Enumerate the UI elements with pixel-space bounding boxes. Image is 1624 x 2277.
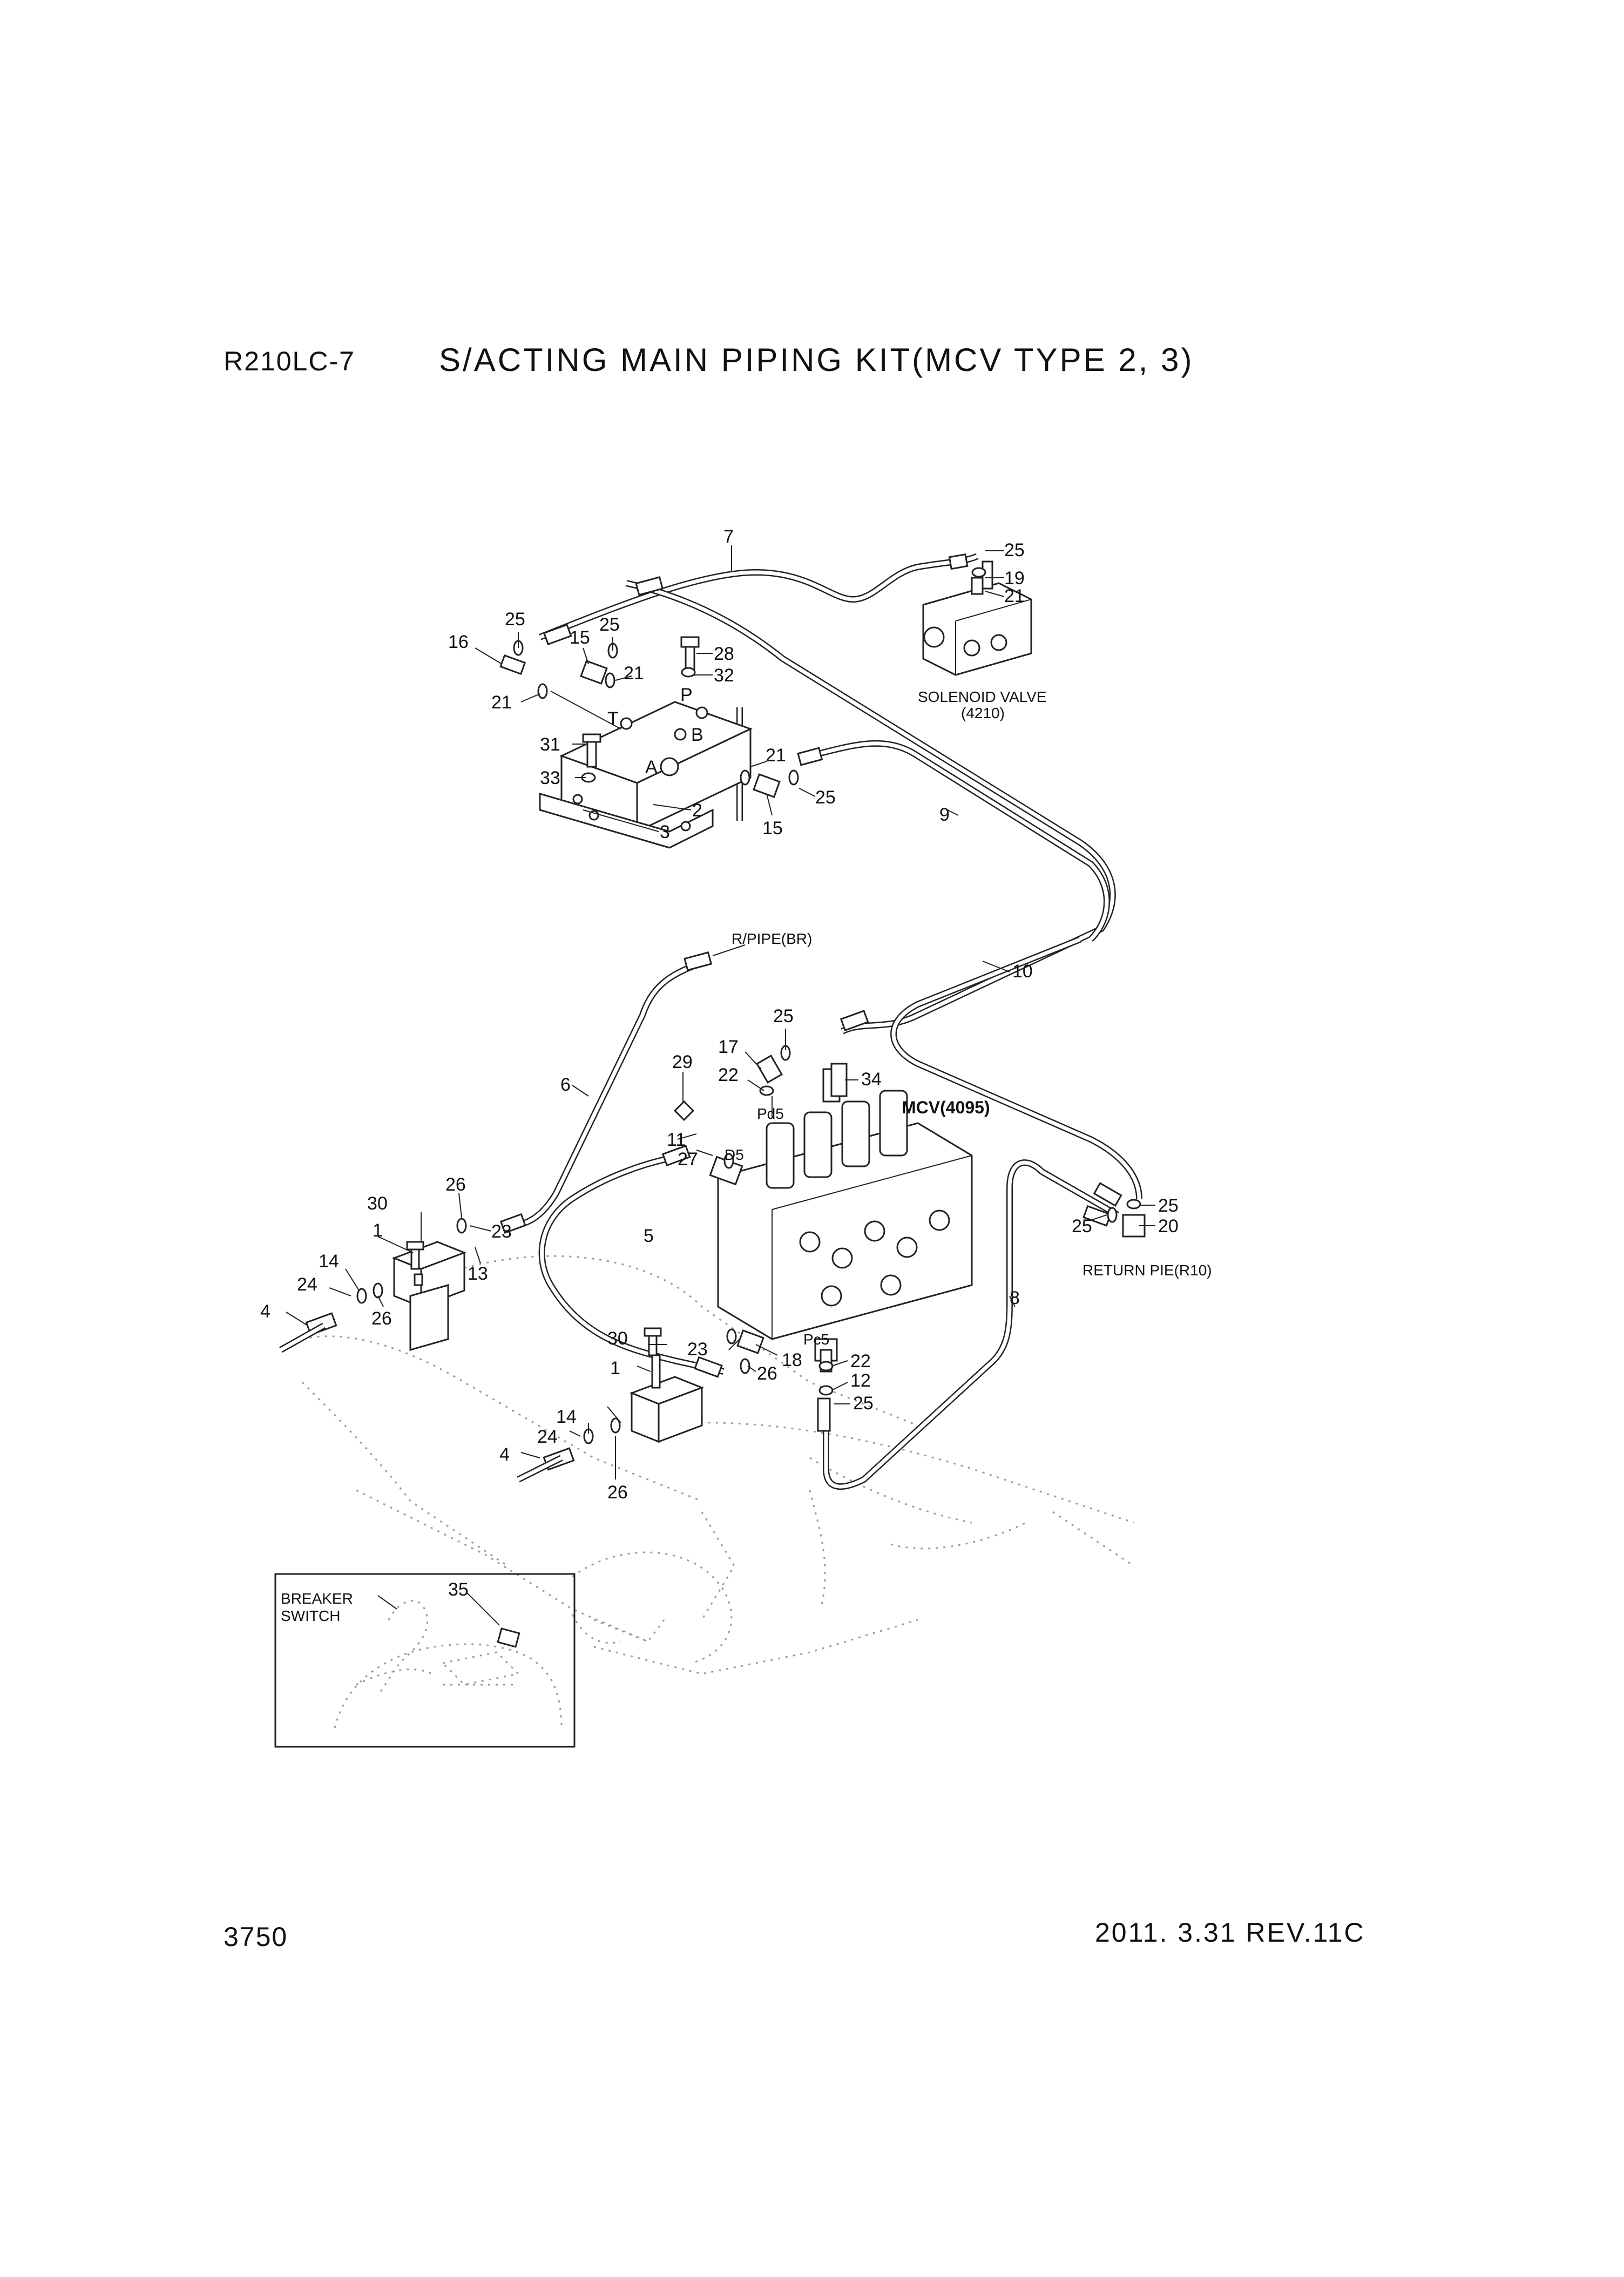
solenoid-valve xyxy=(922,560,1032,676)
page-title: S/ACTING MAIN PIPING KIT(MCV TYPE 2, 3) xyxy=(439,342,1194,378)
port-b-label: B xyxy=(691,725,703,745)
callout-26: 26 xyxy=(445,1174,466,1195)
port-p-label: P xyxy=(680,685,693,705)
callout-25: 25 xyxy=(1158,1195,1179,1216)
model-code: R210LC-7 xyxy=(224,346,355,376)
callout-3: 3 xyxy=(660,822,670,842)
callout-17: 17 xyxy=(718,1037,739,1057)
port-labels: T P A B Pd5 D5 Pc5 xyxy=(607,685,829,1348)
solenoid-valve-label: SOLENOID VALVE xyxy=(918,688,1047,705)
callout-labels: 7 25 19 21 25 16 25 15 21 21 28 32 31 33… xyxy=(260,526,1179,1600)
callout-4: 4 xyxy=(499,1444,510,1465)
pipe-5 xyxy=(538,1152,725,1375)
callout-30: 30 xyxy=(607,1328,628,1349)
callout-14: 14 xyxy=(556,1407,577,1427)
solenoid-valve-code: (4210) xyxy=(961,705,1005,721)
callout-35: 35 xyxy=(448,1579,469,1600)
callout-25: 25 xyxy=(1004,540,1025,560)
callout-21: 21 xyxy=(1004,586,1025,606)
callout-20: 20 xyxy=(1158,1216,1179,1237)
callout-22: 22 xyxy=(850,1351,871,1371)
breaker-block-1-left xyxy=(391,1241,467,1351)
port-d5-label: D5 xyxy=(725,1146,744,1163)
callout-7: 7 xyxy=(723,526,734,547)
callout-14: 14 xyxy=(319,1251,339,1272)
callout-26: 26 xyxy=(371,1308,392,1329)
return-pipe-label: RETURN PIE(R10) xyxy=(1082,1262,1212,1279)
breaker-switch-inset xyxy=(274,1573,576,1748)
breaker-switch-label-2: SWITCH xyxy=(281,1607,340,1624)
callout-18: 18 xyxy=(782,1350,802,1370)
callout-25: 25 xyxy=(599,614,620,635)
pipe-10 xyxy=(890,936,1142,1199)
callout-25: 25 xyxy=(505,609,525,630)
o-rings xyxy=(356,567,1141,1444)
pipe-9 xyxy=(809,740,1110,942)
callout-21: 21 xyxy=(766,745,786,766)
callout-6: 6 xyxy=(560,1075,571,1095)
callout-13: 13 xyxy=(468,1264,488,1284)
callout-2: 2 xyxy=(692,800,702,821)
callout-16: 16 xyxy=(448,632,469,652)
breaker-block-1-lower xyxy=(629,1354,705,1443)
callout-4: 4 xyxy=(260,1301,270,1322)
annotations: SOLENOID VALVE (4210) R/PIPE(BR) MCV(409… xyxy=(281,688,1212,1624)
callout-11: 11 xyxy=(667,1130,686,1150)
callout-1: 1 xyxy=(610,1358,620,1379)
callout-1: 1 xyxy=(373,1220,383,1241)
callout-5: 5 xyxy=(644,1226,654,1246)
callout-19: 19 xyxy=(1004,568,1025,589)
revision-date: 2011. 3.31 REV.11C xyxy=(1095,1917,1365,1948)
mcv-block xyxy=(717,1068,973,1362)
callout-28: 28 xyxy=(714,644,734,664)
callout-8: 8 xyxy=(1010,1288,1020,1308)
pipe-8 xyxy=(823,1159,1119,1490)
callout-25: 25 xyxy=(815,787,836,808)
leader-lines xyxy=(286,545,1155,1626)
callout-32: 32 xyxy=(714,665,734,686)
callout-10: 10 xyxy=(1012,961,1033,982)
port-pd5-label: Pd5 xyxy=(757,1105,784,1122)
callout-21: 21 xyxy=(624,663,644,684)
callout-23: 23 xyxy=(687,1339,708,1360)
callout-29: 29 xyxy=(672,1052,693,1072)
callout-27: 27 xyxy=(678,1149,698,1170)
callout-23: 23 xyxy=(491,1221,512,1242)
breaker-switch-label-1: BREAKER xyxy=(281,1590,353,1607)
page-number: 3750 xyxy=(224,1922,288,1952)
callout-30: 30 xyxy=(367,1193,388,1214)
callout-24: 24 xyxy=(297,1274,317,1295)
callout-24: 24 xyxy=(537,1427,558,1447)
callout-22: 22 xyxy=(718,1065,739,1085)
callout-25: 25 xyxy=(1072,1216,1092,1237)
port-pc5-label: Pc5 xyxy=(803,1331,829,1348)
callout-21: 21 xyxy=(491,692,512,713)
port-t-label: T xyxy=(607,708,619,729)
r-pipe-label: R/PIPE(BR) xyxy=(732,930,812,947)
bolts-fittings xyxy=(406,577,1146,1373)
port-a-label: A xyxy=(645,757,658,778)
callout-9: 9 xyxy=(939,805,950,825)
callout-15: 15 xyxy=(762,818,783,839)
callout-26: 26 xyxy=(607,1482,628,1503)
pipe-7-down-run xyxy=(625,580,1116,1035)
callout-31: 31 xyxy=(540,734,560,755)
callout-26: 26 xyxy=(757,1363,777,1384)
pipe-6 xyxy=(507,958,708,1229)
callout-33: 33 xyxy=(540,768,560,788)
callout-25: 25 xyxy=(773,1006,794,1026)
hose-stubs xyxy=(279,1322,563,1483)
callout-12: 12 xyxy=(850,1370,871,1391)
callout-15: 15 xyxy=(570,627,590,648)
callout-25: 25 xyxy=(853,1393,874,1414)
callout-34: 34 xyxy=(861,1069,882,1090)
mcv-label: MCV(4095) xyxy=(902,1098,990,1117)
